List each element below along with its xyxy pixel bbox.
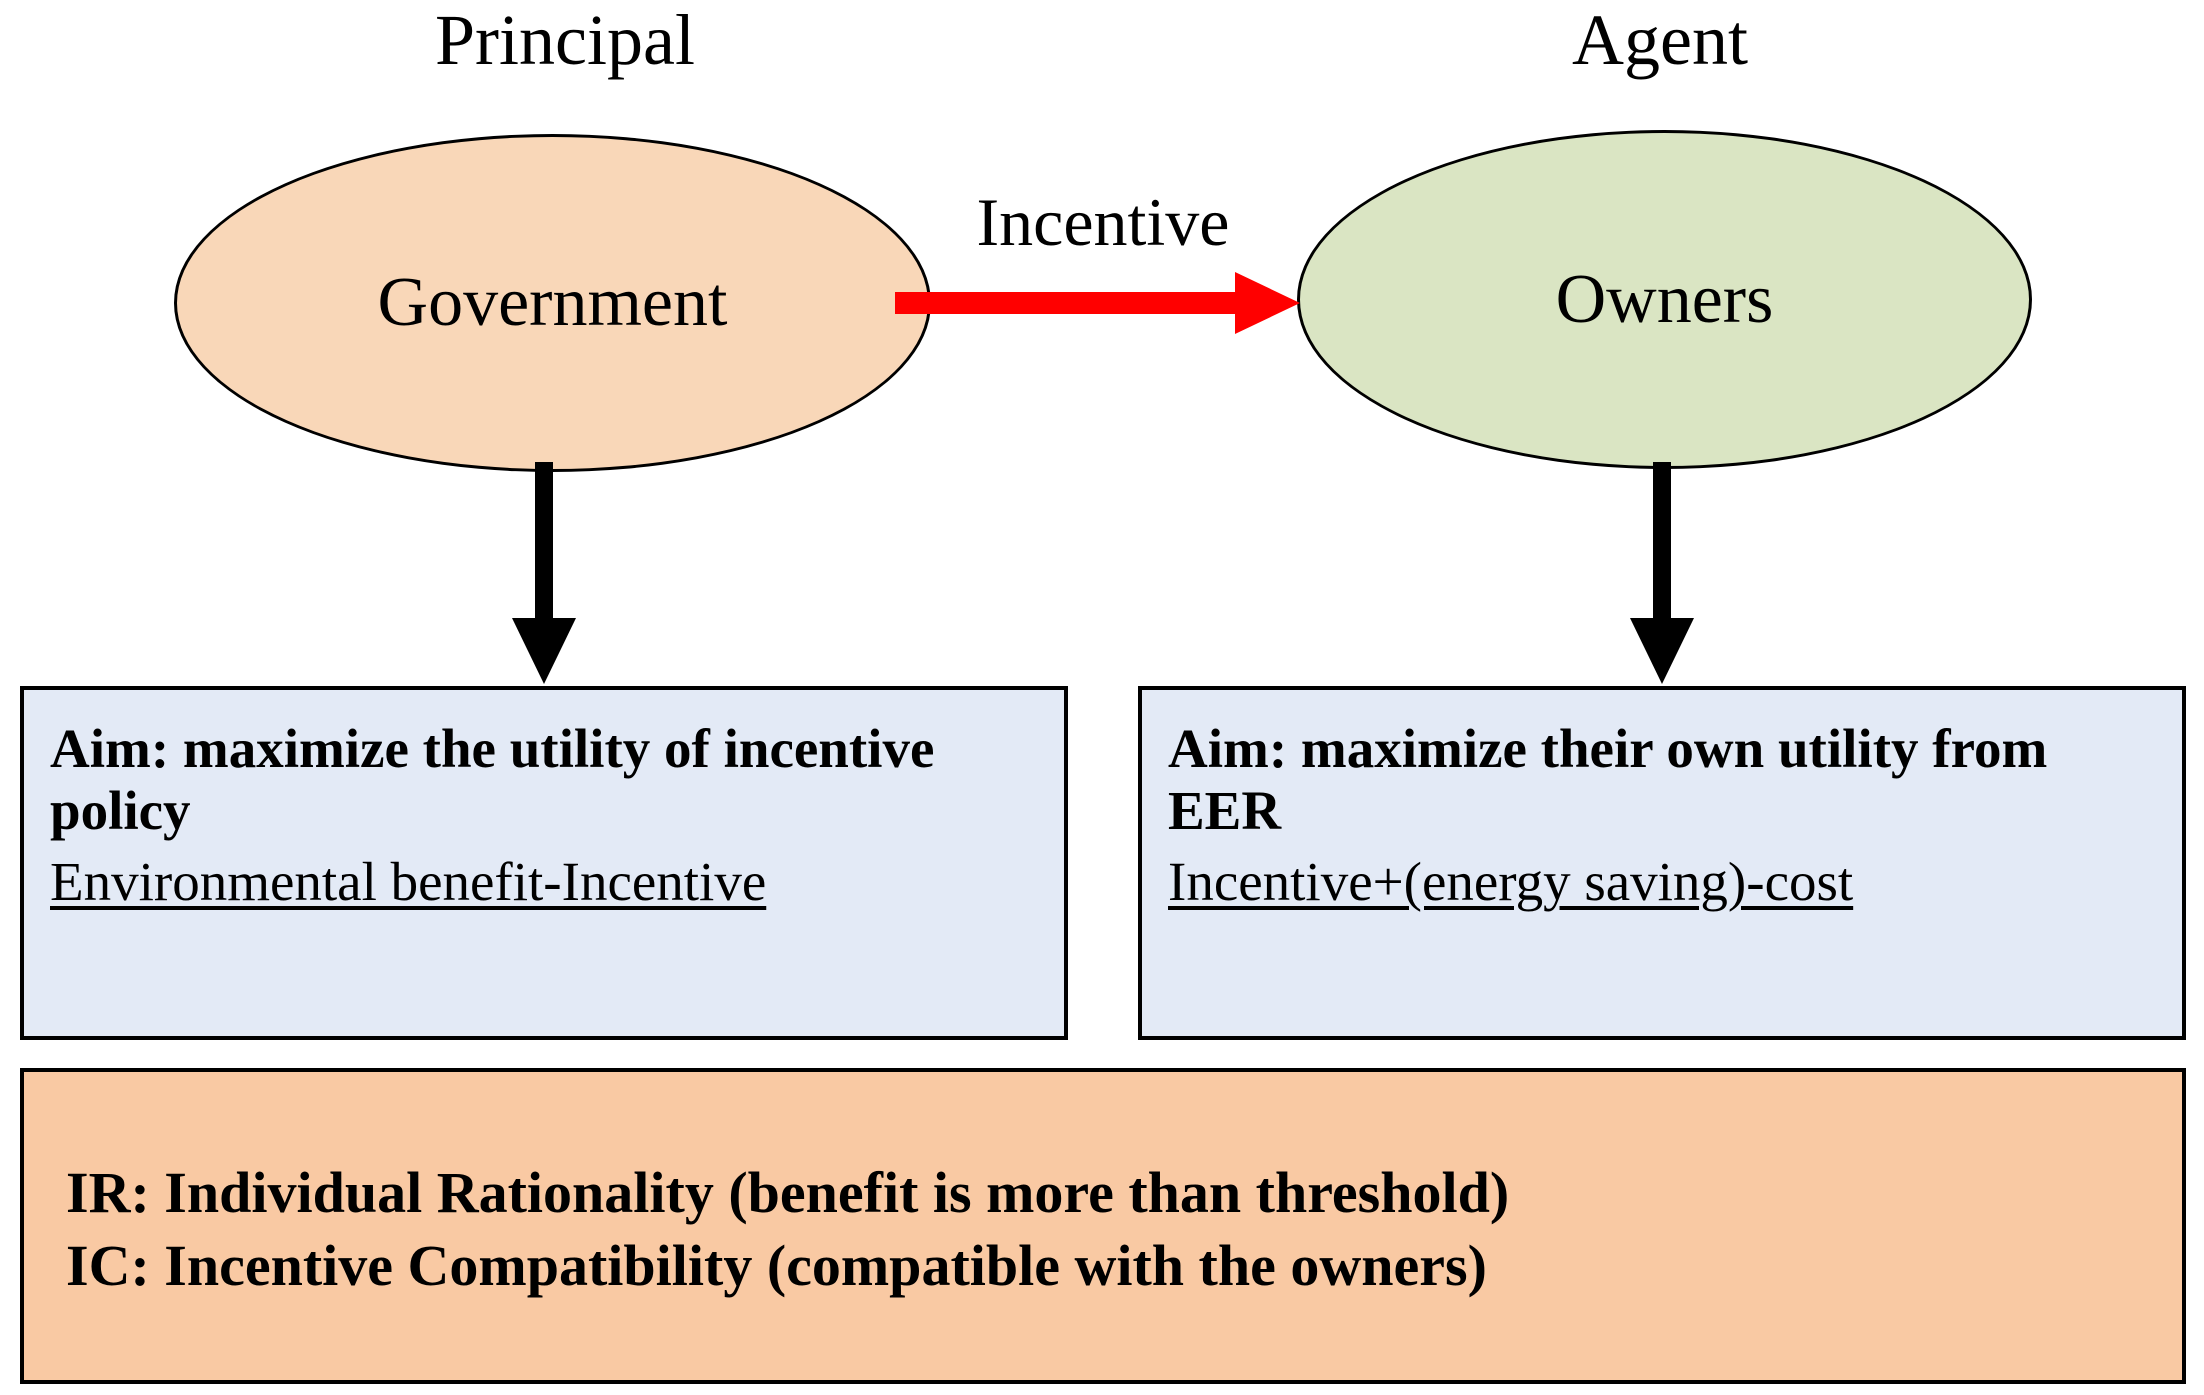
incentive-edge-label: Incentive	[976, 184, 1230, 260]
aim-box-agent-formula: Incentive+(energy saving)-cost	[1168, 851, 1854, 913]
aim-box-principal-title: Aim: maximize the utility of incentive p…	[50, 718, 935, 842]
owners-to-aim-arrow-icon	[1630, 462, 1694, 684]
principal-role-label: Principal	[435, 0, 695, 80]
constraint-line-ir: IR: Individual Rationality (benefit is m…	[66, 1160, 1510, 1225]
constraint-line-ic: IC: Incentive Compatibility (compatible …	[66, 1233, 1487, 1299]
node-government-label: Government	[377, 264, 728, 341]
aim-box-agent: Aim: maximize their own utility from EER…	[1138, 686, 2186, 1040]
incentive-arrow-icon	[895, 272, 1300, 334]
constraints-box: IR: Individual Rationality (benefit is m…	[20, 1068, 2186, 1384]
aim-box-agent-title: Aim: maximize their own utility from EER	[1168, 718, 2048, 842]
aim-box-principal: Aim: maximize the utility of incentive p…	[20, 686, 1068, 1040]
node-owners-label: Owners	[1555, 260, 1774, 338]
node-government[interactable]: Government	[174, 134, 931, 472]
agent-role-label: Agent	[1572, 0, 1748, 80]
node-owners[interactable]: Owners	[1297, 130, 2032, 469]
government-to-aim-arrow-icon	[512, 462, 576, 684]
aim-box-principal-formula: Environmental benefit-Incentive	[50, 851, 767, 913]
